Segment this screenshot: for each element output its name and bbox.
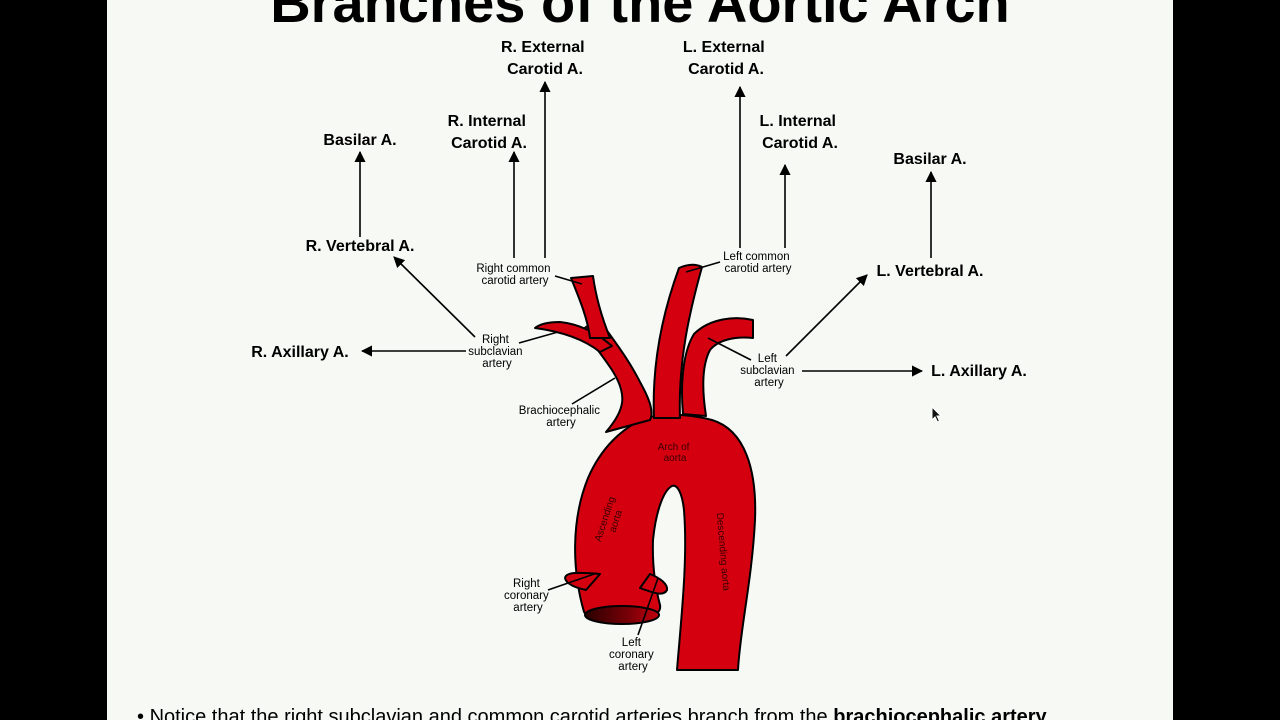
slide-title: Branches of the Aortic Arch [270,0,1010,34]
arrow-r-vertebral [393,256,476,338]
left-common-carotid-branch [652,263,703,419]
arrows [354,80,937,377]
r-vertebral-label: R. Vertebral A. [306,238,415,255]
left-coronary-label: Left coronary artery [609,637,657,673]
r-internal-carotid-label: R. Internal Carotid A. [448,113,531,152]
bullet-text: Notice that the right subclavian and com… [149,706,834,720]
r-axillary-label: R. Axillary A. [251,344,349,361]
right-coronary-stub [564,571,601,591]
left-subclavian-branch [681,317,754,417]
mouse-cursor-icon [931,406,943,423]
right-subclavian-label: Right subclavian artery [468,334,526,370]
aortic-lumen [584,605,660,625]
l-vertebral-label: L. Vertebral A. [877,263,984,280]
right-common-carotid-label: Right common carotid artery [476,263,553,287]
left-subclavian-label: Left subclavian artery [740,353,798,389]
bullet-bold-text: brachiocephalic artery [833,706,1047,720]
r-basilar-label: Basilar A. [323,132,396,149]
aorta-illustration [534,263,757,671]
l-basilar-label: Basilar A. [893,151,966,168]
arrow-l-vertebral [785,274,868,357]
arch-of-aorta-label: Arch of aorta [658,442,692,464]
l-internal-carotid-label: L. Internal Carotid A. [760,113,841,152]
right-common-carotid-branch [570,275,611,339]
r-external-carotid-label: R. External Carotid A. [501,39,589,78]
brachiocephalic-label: Brachiocephalic artery [519,405,603,429]
slide: Branches of the Aortic Arch [107,0,1173,720]
l-axillary-label: L. Axillary A. [931,363,1027,380]
leader-lines [518,261,752,636]
l-external-carotid-label: L. External Carotid A. [683,39,769,78]
slide-bullet: • Notice that the right subclavian and c… [137,706,1047,720]
left-common-carotid-label: Left common carotid artery [723,251,793,275]
right-coronary-label: Right coronary artery [504,578,552,614]
aortic-arch-diagram: Arch of aorta Ascending aorta Descending… [251,39,1027,673]
